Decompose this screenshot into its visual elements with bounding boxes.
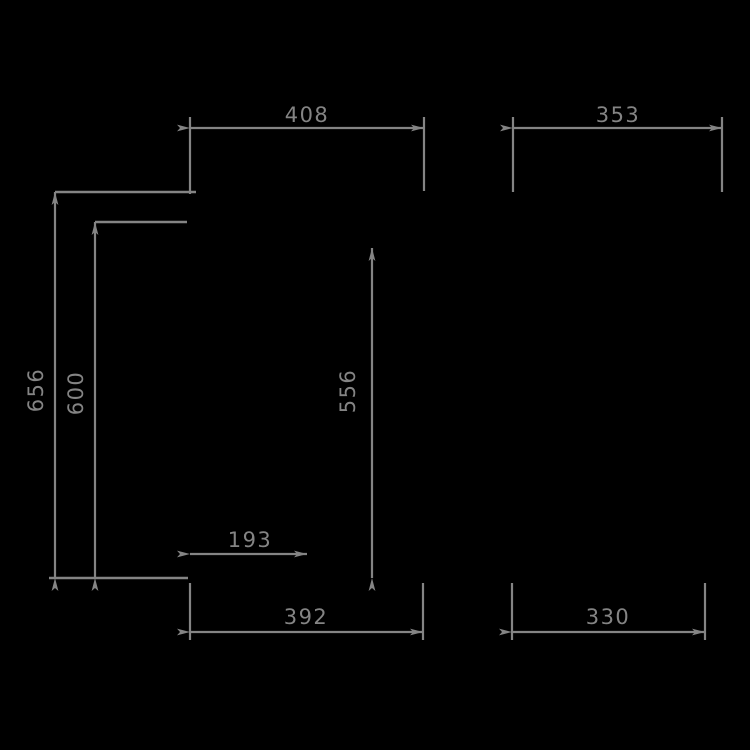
dimension-556-group: 556 [336,248,376,591]
object-outline-group [49,190,196,580]
dimension-label-193: 193 [228,528,273,552]
dimension-353-group: 353 [500,103,724,192]
dimension-330-group: 330 [499,583,707,640]
dimension-600-group: 600 [64,222,99,591]
dimension-656-group: 656 [24,192,59,591]
dimension-392-group: 392 [177,583,425,640]
dimension-label-408: 408 [285,103,330,127]
dimension-label-600: 600 [64,371,88,416]
dimension-label-330: 330 [586,605,631,629]
dimension-label-353: 353 [596,103,641,127]
dimension-label-656: 656 [24,368,48,413]
dimension-label-556: 556 [336,369,360,414]
dimension-408-group: 408 [177,103,426,194]
dimension-193-group: 193 [177,528,307,558]
dimension-label-392: 392 [284,605,329,629]
